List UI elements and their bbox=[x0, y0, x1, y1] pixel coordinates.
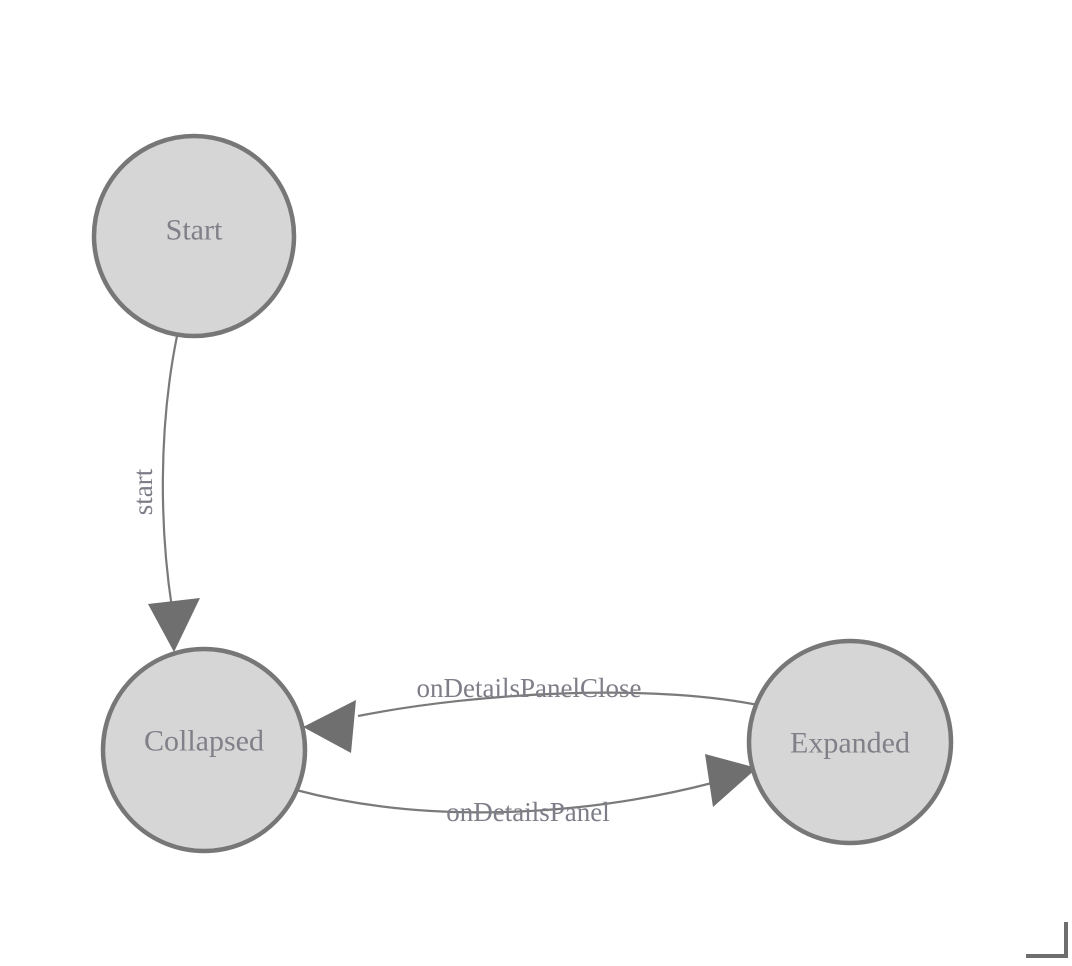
node-expanded[interactable]: Expanded bbox=[746, 638, 954, 846]
node-start-circle bbox=[91, 133, 297, 339]
edge-collapsed-to-expanded[interactable] bbox=[295, 754, 757, 814]
node-collapsed-circle bbox=[100, 646, 308, 854]
edge-path-start-to-collapsed bbox=[161, 335, 179, 609]
node-collapsed[interactable]: Collapsed bbox=[100, 646, 308, 854]
corner-bracket-marker bbox=[1026, 922, 1068, 958]
edge-label-on-details-panel-close: onDetailsPanelClose bbox=[417, 673, 642, 703]
edge-path-expanded-to-collapsed bbox=[357, 691, 773, 718]
edge-label-on-details-panel: onDetailsPanel bbox=[446, 797, 609, 827]
node-collapsed-label: Collapsed bbox=[144, 725, 264, 758]
edge-start-to-collapsed[interactable] bbox=[148, 335, 200, 652]
edge-label-start: start bbox=[128, 468, 158, 515]
arrowhead-into-collapsed-top bbox=[148, 598, 200, 652]
arrowhead-into-collapsed-right bbox=[303, 700, 356, 753]
arrowhead-into-expanded bbox=[705, 754, 757, 807]
node-start-label: Start bbox=[166, 214, 223, 247]
node-expanded-circle bbox=[746, 638, 954, 846]
edge-path-collapsed-to-expanded bbox=[295, 781, 713, 814]
node-expanded-label: Expanded bbox=[790, 727, 910, 760]
node-start[interactable]: Start bbox=[91, 133, 297, 339]
edge-expanded-to-collapsed[interactable] bbox=[303, 691, 773, 753]
